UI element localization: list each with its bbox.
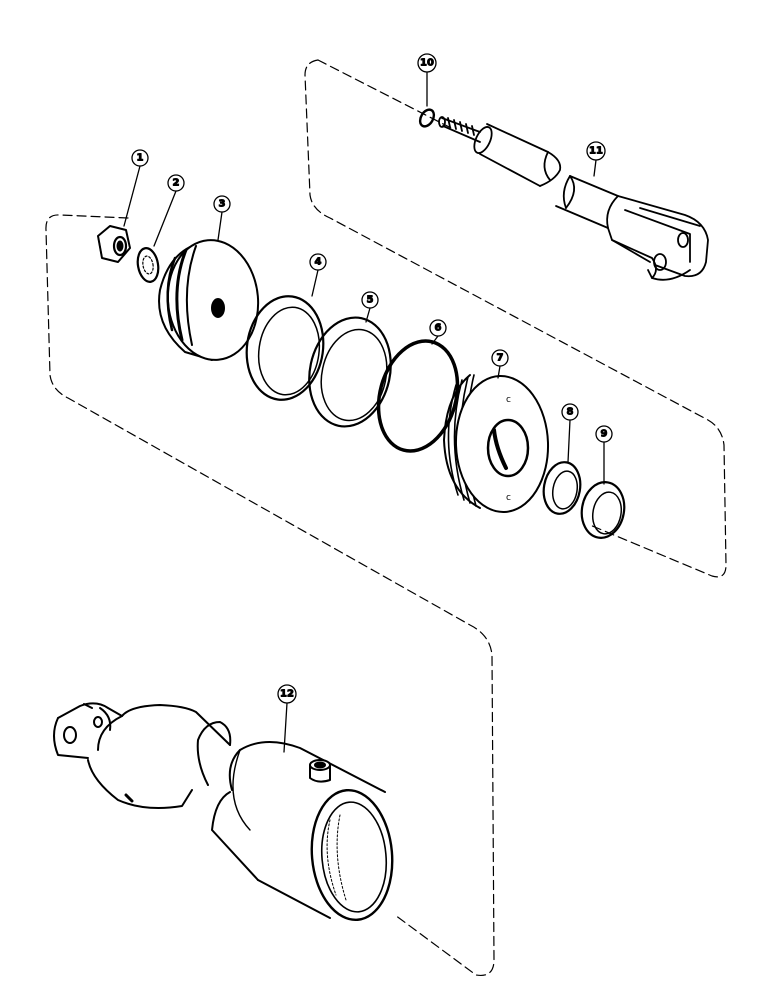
callout-8: 8: [561, 403, 579, 421]
svg-text:3: 3: [219, 199, 226, 210]
part-2-lock-washer: [136, 247, 160, 283]
svg-text:5: 5: [367, 295, 374, 306]
callout-4: 4: [309, 253, 327, 271]
callout-5: 5: [361, 291, 379, 309]
part-5-seal-ring: [308, 316, 392, 428]
svg-text:1: 1: [137, 153, 144, 164]
part-9-wiper: [580, 481, 626, 539]
part-4-wear-ring: [245, 295, 325, 401]
callout-11: 11: [586, 141, 606, 161]
part-10-o-ring: [418, 108, 436, 128]
part-3-piston: [158, 239, 260, 361]
callout-1: 1: [131, 149, 149, 167]
svg-text:8: 8: [567, 407, 574, 418]
callout-6: 6: [429, 319, 447, 337]
svg-text:6: 6: [435, 323, 442, 334]
dashed-group-outline-main: [45, 214, 495, 977]
svg-text:7: 7: [497, 353, 504, 364]
svg-text:12: 12: [280, 689, 294, 700]
svg-text:9: 9: [601, 429, 608, 440]
callout-3: 3: [213, 195, 231, 213]
callout-2: 2: [167, 174, 185, 192]
dashed-group-outline-piston: [317, 59, 456, 131]
part-12-cylinder-barrel: [53, 702, 394, 922]
leader-lines: [123, 71, 605, 753]
svg-text:c: c: [506, 493, 511, 503]
callout-7: 7: [491, 349, 509, 367]
callout-12: 12: [277, 684, 297, 704]
dashed-group-outline-rod: [304, 59, 727, 578]
svg-text:2: 2: [173, 178, 180, 189]
part-1-hex-nut: [97, 225, 131, 263]
part-11-piston-rod: [438, 116, 709, 281]
svg-text:c: c: [506, 395, 511, 405]
callout-10: 10: [417, 53, 437, 73]
part-6-o-ring: [376, 339, 460, 453]
callout-9: 9: [595, 425, 613, 443]
svg-text:4: 4: [315, 257, 322, 268]
part-8-rod-seal: [542, 461, 582, 515]
svg-text:10: 10: [420, 58, 434, 69]
svg-text:11: 11: [589, 146, 603, 157]
part-7-gland: c c: [443, 374, 550, 513]
